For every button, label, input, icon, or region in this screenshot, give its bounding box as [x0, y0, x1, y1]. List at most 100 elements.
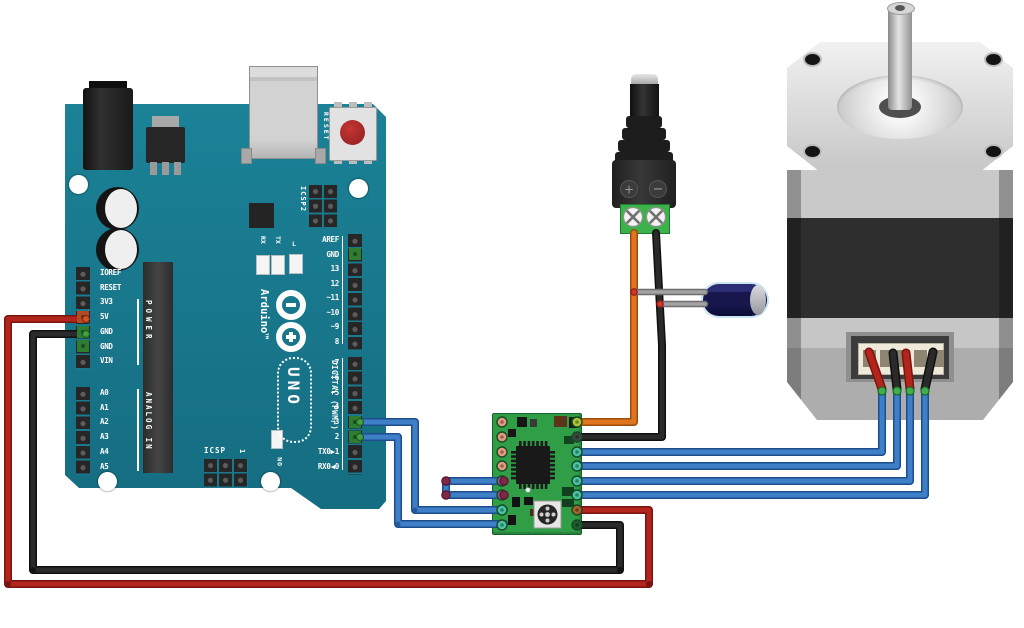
tx-led — [271, 255, 285, 275]
wire-vmot-orange[interactable] — [574, 230, 637, 425]
motor-junction-2[interactable] — [892, 386, 902, 396]
driver-pin[interactable] — [496, 431, 508, 443]
pin-dot — [353, 420, 357, 424]
power-bracket — [137, 299, 139, 365]
cap-junction-1[interactable] — [630, 288, 638, 296]
bend-red-left[interactable] — [5, 581, 11, 587]
logo-minus-icon — [286, 303, 296, 307]
motor-stub-black-1[interactable] — [890, 350, 900, 392]
junction-pin3[interactable] — [355, 417, 365, 427]
pin-label: A4 — [100, 446, 109, 456]
smd — [512, 497, 520, 507]
pin-label: GND — [100, 326, 113, 336]
pin-dot — [81, 344, 85, 348]
dc-plug-rib — [626, 116, 662, 128]
cap-junction-2[interactable] — [656, 300, 664, 308]
pin-label: 13 — [330, 264, 340, 274]
wire-motor-1b[interactable] — [576, 388, 928, 498]
pin-label: GND — [100, 341, 113, 351]
motor-stub-red-1[interactable] — [866, 349, 885, 392]
a4988-chip — [516, 446, 550, 484]
driver-pin-hole — [500, 523, 504, 527]
jumper-dot-1[interactable] — [441, 476, 451, 486]
driver-pin[interactable] — [496, 504, 508, 516]
motor-junction-1[interactable] — [877, 386, 887, 396]
bend-dir[interactable] — [395, 521, 401, 527]
driver-pin[interactable] — [496, 519, 508, 531]
reset-button-cap[interactable] — [340, 120, 365, 145]
pot-dot — [539, 512, 544, 517]
driver-pin[interactable] — [571, 446, 583, 458]
wire-vmot-gnd-black[interactable] — [573, 229, 666, 441]
wire-motor-2a[interactable] — [576, 388, 900, 469]
pin-label: ~11 — [326, 293, 339, 303]
digital-header-upper[interactable] — [348, 234, 362, 351]
via — [525, 487, 531, 493]
icsp2-header[interactable] — [309, 185, 338, 229]
driver-pin[interactable] — [571, 460, 583, 472]
jumper-dot-4[interactable] — [499, 490, 509, 500]
arduino-power-jack — [83, 88, 133, 170]
mount-hole — [349, 179, 368, 198]
driver-pin-hole — [575, 435, 579, 439]
wire-vmot-gnd-black[interactable] — [574, 230, 665, 440]
wire-step-blue[interactable] — [357, 419, 507, 513]
driver-pin[interactable] — [496, 416, 508, 428]
wire-gnd-black[interactable] — [30, 331, 623, 573]
jumper-dot-2[interactable] — [441, 490, 451, 500]
smd — [562, 487, 574, 496]
pin-label: IOREF — [100, 268, 122, 277]
driver-pin[interactable] — [571, 475, 583, 487]
bend-black-left[interactable] — [30, 567, 36, 573]
bend-black-right[interactable] — [617, 567, 623, 573]
motor-stub-red-2[interactable] — [903, 350, 913, 392]
regulator-leg — [150, 162, 157, 175]
dc-plug-rib — [618, 140, 670, 152]
motor-bolt-hole — [805, 146, 820, 157]
driver-pin[interactable] — [571, 416, 583, 428]
screw-slot — [649, 210, 663, 224]
minus-symbol: − — [653, 182, 664, 197]
driver-pin[interactable] — [571, 504, 583, 516]
junction-5v[interactable] — [81, 314, 91, 324]
pin-gnd2[interactable] — [77, 340, 89, 352]
driver-pin[interactable] — [571, 431, 583, 443]
bend-red-right[interactable] — [646, 581, 652, 587]
reset-button-tab — [349, 102, 357, 108]
motor-bolt-hole — [986, 146, 1001, 157]
pin-label: 5V — [100, 312, 109, 322]
icsp-header[interactable] — [204, 459, 248, 488]
junction-gnd[interactable] — [81, 329, 91, 339]
analog-header[interactable] — [76, 387, 90, 475]
pin-gnd-digital[interactable] — [349, 248, 361, 260]
wire-motor-2b[interactable] — [576, 388, 885, 455]
pin-label: 4 — [334, 402, 340, 412]
smd — [508, 515, 516, 525]
motor-shaft — [888, 6, 912, 110]
logo-plus-icon — [289, 332, 293, 342]
motor-junction-4[interactable] — [920, 386, 930, 396]
pot-dot — [545, 512, 550, 517]
driver-pin[interactable] — [496, 460, 508, 472]
wire-5v-red[interactable] — [5, 316, 652, 587]
driver-pin[interactable] — [571, 519, 583, 531]
wire-dir-blue[interactable] — [357, 434, 507, 527]
arduino-uno-board[interactable] — [65, 104, 386, 509]
wire-motor-1a[interactable] — [576, 388, 913, 484]
reset-button-tab — [334, 102, 342, 108]
smd — [524, 497, 533, 505]
bend-step[interactable] — [412, 507, 418, 513]
motor-junction-3[interactable] — [905, 386, 915, 396]
pin-label: RX0◀0 — [317, 461, 339, 471]
driver-pin[interactable] — [496, 446, 508, 458]
junction-pin2[interactable] — [355, 432, 365, 442]
pin-label: ~5 — [330, 387, 340, 397]
wire-vmot-orange[interactable] — [573, 229, 638, 426]
screw-slot — [626, 210, 640, 224]
driver-pin[interactable] — [571, 489, 583, 501]
jack-minus-mark — [649, 180, 667, 198]
motor-stub-black-2[interactable] — [922, 349, 936, 392]
jumper-reset-sleep[interactable] — [443, 478, 507, 498]
jumper-dot-3[interactable] — [499, 476, 509, 486]
